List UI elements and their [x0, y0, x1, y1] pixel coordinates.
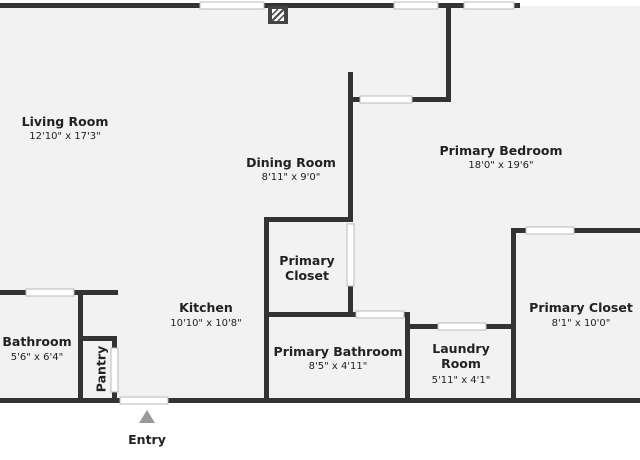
wall-bathroom-right [78, 290, 83, 403]
wall-pantry-top [83, 336, 117, 341]
entry-label: Entry [128, 432, 166, 447]
opening-pantry-door [110, 347, 119, 393]
window-bedroom-notch [359, 95, 413, 104]
room-label-primary-closet-small: Primary Closet [279, 253, 334, 283]
room-dims: 18'0" x 19'6" [468, 160, 533, 171]
room-label-kitchen: Kitchen 10'10" x 10'8" [170, 300, 242, 329]
room-label-laundry-room: Laundry Room 5'11" x 4'1" [432, 341, 491, 386]
wall-dining-bedroom [348, 72, 353, 220]
entry-arrow-icon [139, 410, 155, 423]
room-name: Dining Room [246, 155, 336, 170]
wall-kitchen-right [264, 217, 269, 403]
wall-closet-large-top [511, 228, 640, 233]
fireplace-icon [268, 6, 288, 24]
window-top-middle [393, 1, 439, 10]
room-label-primary-bedroom: Primary Bedroom 18'0" x 19'6" [439, 143, 562, 171]
room-dims: 5'6" x 6'4" [11, 352, 63, 363]
room-name-line-1: Primary [279, 253, 334, 268]
opening-bathroom-top [355, 310, 405, 319]
room-name: Primary Bedroom [439, 143, 562, 158]
wall-bathroom-top [264, 312, 408, 317]
floor-areas [0, 6, 640, 401]
wall-closet-large-left [511, 228, 516, 403]
room-name: Primary Closet [529, 300, 633, 315]
room-label-bathroom: Bathroom 5'6" x 6'4" [2, 334, 71, 363]
bedroom-wing-floor [350, 100, 640, 401]
windows [25, 1, 575, 405]
room-dims: 8'1" x 10'0" [552, 318, 611, 329]
wall-closet-right-lower [348, 286, 353, 316]
room-dims: 5'11" x 4'1" [432, 375, 491, 386]
room-label-primary-bathroom: Primary Bathroom 8'5" x 4'11" [274, 344, 403, 372]
entry-marker: Entry [128, 410, 166, 447]
room-dims: 10'10" x 10'8" [170, 318, 242, 329]
room-name: Bathroom [2, 334, 71, 349]
wall-bathroom-laundry [405, 312, 410, 403]
room-name-line-2: Closet [285, 268, 329, 283]
window-living-top [199, 1, 265, 10]
room-label-primary-closet-large: Primary Closet 8'1" x 10'0" [529, 300, 633, 329]
room-dims: 12'10" x 17'3" [29, 131, 101, 142]
opening-laundry-top [437, 322, 487, 331]
room-label-dining-room: Dining Room 8'11" x 9'0" [246, 155, 336, 183]
window-bathroom-top [25, 288, 75, 297]
room-label-living-room: Living Room 12'10" x 17'3" [22, 114, 109, 142]
opening-closet-side [346, 223, 355, 287]
opening-entry-door [119, 396, 169, 405]
room-name: Pantry [94, 346, 109, 392]
wall-closet-top [264, 217, 353, 222]
wall-bedroom-notch-vertical [446, 6, 451, 102]
room-name: Kitchen [179, 300, 233, 315]
exterior-wall-bottom [0, 398, 640, 403]
window-bedroom-top [463, 1, 515, 10]
bedroom-upper-floor [450, 6, 640, 100]
room-label-pantry: Pantry [94, 346, 109, 392]
window-closet-large [525, 226, 575, 235]
room-name-line-2: Room [441, 356, 481, 371]
room-name: Primary Bathroom [274, 344, 403, 359]
room-name-line-1: Laundry [432, 341, 489, 356]
room-dims: 8'5" x 4'11" [309, 361, 368, 372]
room-dims: 8'11" x 9'0" [262, 172, 321, 183]
room-name: Living Room [22, 114, 109, 129]
